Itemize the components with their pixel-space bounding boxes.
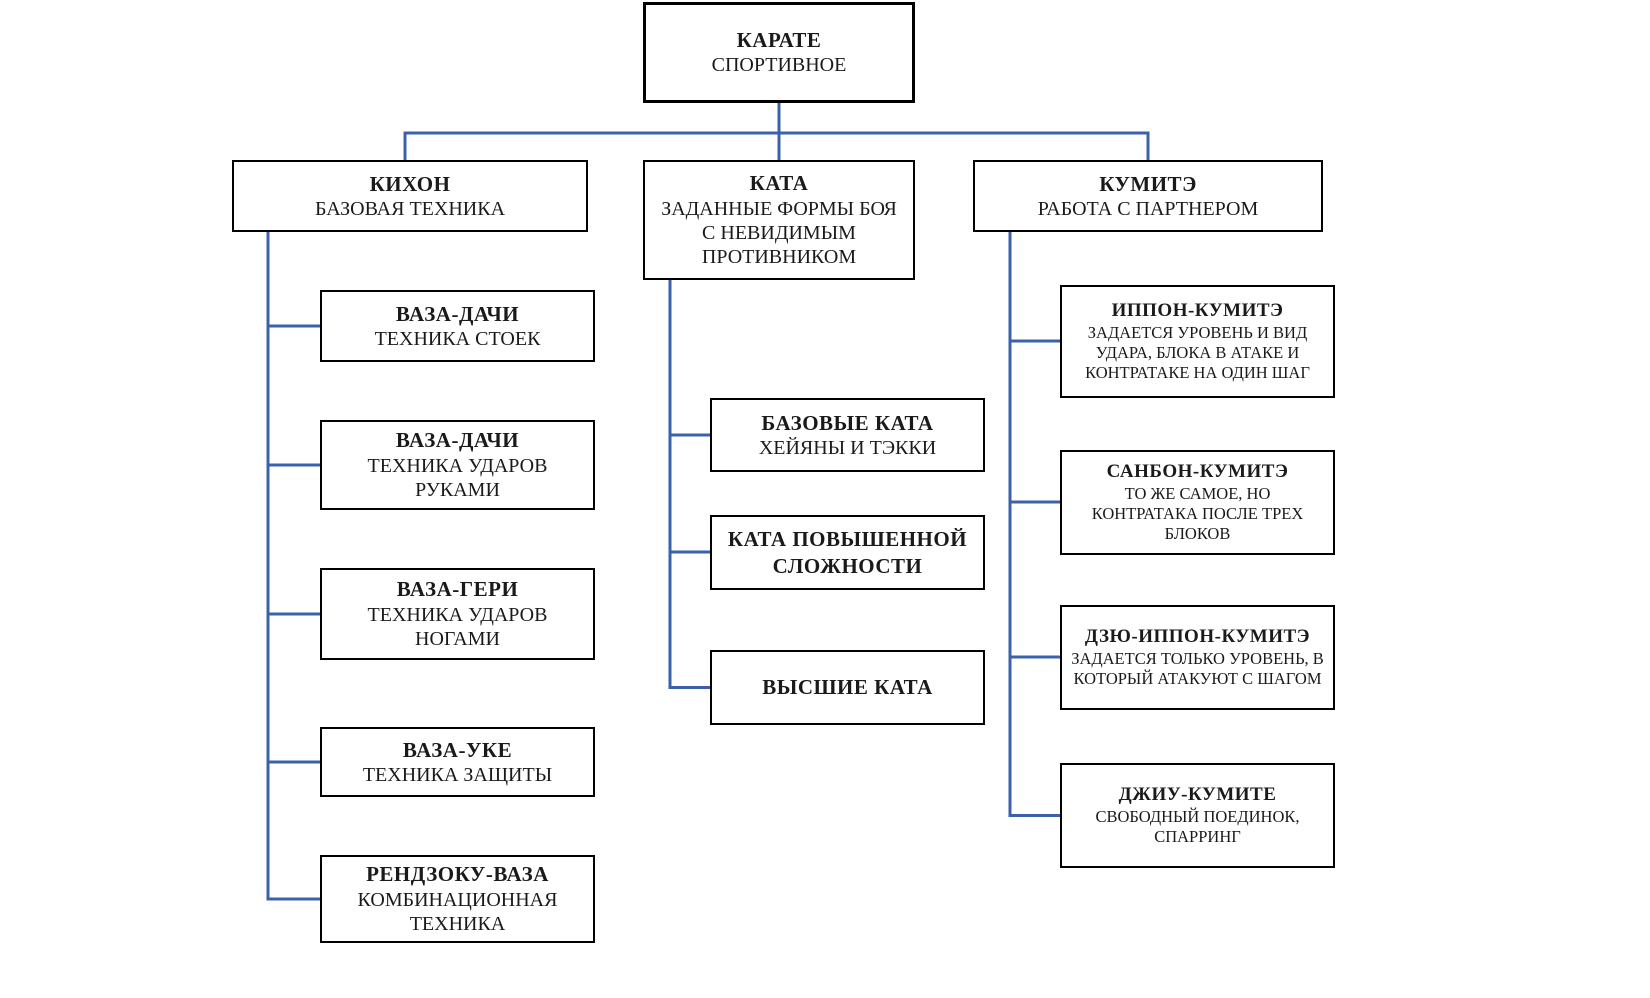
node-title: ДЗЮ-ИППОН-КУМИТЭ <box>1084 625 1311 647</box>
node-subtitle: ХЕЙЯНЫ И ТЭККИ <box>758 436 937 459</box>
node-highest-kata: ВЫСШИЕ КАТА <box>710 650 985 725</box>
node-subtitle: ТО ЖЕ САМОЕ, НО КОНТРАТАКА ПОСЛЕ ТРЕХ БЛ… <box>1091 483 1304 543</box>
node-ippon-kumite: ИППОН-КУМИТЭ ЗАДАЕТСЯ УРОВЕНЬ И ВИД УДАР… <box>1060 285 1335 398</box>
node-title: САНБОН-КУМИТЭ <box>1106 460 1289 482</box>
node-vaza-geri-kicks: ВАЗА-ГЕРИ ТЕХНИКА УДАРОВ НОГАМИ <box>320 568 595 660</box>
node-advanced-kata: КАТА ПОВЫШЕННОЙ СЛОЖНОСТИ <box>710 515 985 590</box>
node-title: КАТА <box>749 171 809 196</box>
node-subtitle: РАБОТА С ПАРТНЕРОМ <box>1037 197 1259 220</box>
node-rendzoku-vaza-combinations: РЕНДЗОКУ-ВАЗА КОМБИНАЦИОННАЯ ТЕХНИКА <box>320 855 595 943</box>
node-jiu-kumite: ДЖИУ-КУМИТЕ СВОБОДНЫЙ ПОЕДИНОК, СПАРРИНГ <box>1060 763 1335 868</box>
node-kihon: КИХОН БАЗОВАЯ ТЕХНИКА <box>232 160 588 232</box>
node-vaza-uke-defense: ВАЗА-УКЕ ТЕХНИКА ЗАЩИТЫ <box>320 727 595 797</box>
node-subtitle: ТЕХНИКА СТОЕК <box>374 327 541 350</box>
node-subtitle: СВОБОДНЫЙ ПОЕДИНОК, СПАРРИНГ <box>1095 806 1300 846</box>
node-title: КИХОН <box>369 171 451 196</box>
node-title: ИППОН-КУМИТЭ <box>1111 299 1284 321</box>
node-karate-root: КАРАТЕ СПОРТИВНОЕ <box>643 2 915 103</box>
node-subtitle: ТЕХНИКА УДАРОВ РУКАМИ <box>367 454 548 502</box>
node-title: БАЗОВЫЕ КАТА <box>761 410 934 435</box>
node-title: ВАЗА-ДАЧИ <box>395 428 520 453</box>
node-subtitle: КОМБИНАЦИОННАЯ ТЕХНИКА <box>357 888 558 936</box>
node-kumite: КУМИТЭ РАБОТА С ПАРТНЕРОМ <box>973 160 1323 232</box>
node-title: ВАЗА-УКЕ <box>402 737 513 762</box>
node-sanbon-kumite: САНБОН-КУМИТЭ ТО ЖЕ САМОЕ, НО КОНТРАТАКА… <box>1060 450 1335 555</box>
node-vaza-dachi-stances: ВАЗА-ДАЧИ ТЕХНИКА СТОЕК <box>320 290 595 362</box>
node-kata: КАТА ЗАДАННЫЕ ФОРМЫ БОЯ С НЕВИДИМЫМ ПРОТ… <box>643 160 915 280</box>
node-title: ДЖИУ-КУМИТЕ <box>1118 783 1277 805</box>
node-subtitle: БАЗОВАЯ ТЕХНИКА <box>314 197 506 220</box>
node-title: КУМИТЭ <box>1099 171 1197 196</box>
node-title: РЕНДЗОКУ-ВАЗА <box>366 862 549 887</box>
node-title: КАРАТЕ <box>736 28 822 53</box>
node-vaza-dachi-hand-strikes: ВАЗА-ДАЧИ ТЕХНИКА УДАРОВ РУКАМИ <box>320 420 595 510</box>
node-subtitle: СПОРТИВНОЕ <box>711 54 847 77</box>
node-subtitle: ЗАДАЕТСЯ УРОВЕНЬ И ВИД УДАРА, БЛОКА В АТ… <box>1085 322 1310 382</box>
node-title: ВАЗА-ГЕРИ <box>396 577 519 602</box>
node-subtitle: ТЕХНИКА УДАРОВ НОГАМИ <box>367 603 548 651</box>
node-title: ВЫСШИЕ КАТА <box>762 675 933 700</box>
node-title: КАТА ПОВЫШЕННОЙ СЛОЖНОСТИ <box>727 527 968 578</box>
node-subtitle: ТЕХНИКА ЗАЩИТЫ <box>362 763 553 786</box>
node-subtitle: ЗАДАЕТСЯ ТОЛЬКО УРОВЕНЬ, В КОТОРЫЙ АТАКУ… <box>1071 648 1324 688</box>
node-dzyu-ippon-kumite: ДЗЮ-ИППОН-КУМИТЭ ЗАДАЕТСЯ ТОЛЬКО УРОВЕНЬ… <box>1060 605 1335 710</box>
node-basic-kata: БАЗОВЫЕ КАТА ХЕЙЯНЫ И ТЭККИ <box>710 398 985 472</box>
node-subtitle: ЗАДАННЫЕ ФОРМЫ БОЯ С НЕВИДИМЫМ ПРОТИВНИК… <box>661 197 897 269</box>
node-title: ВАЗА-ДАЧИ <box>395 301 520 326</box>
